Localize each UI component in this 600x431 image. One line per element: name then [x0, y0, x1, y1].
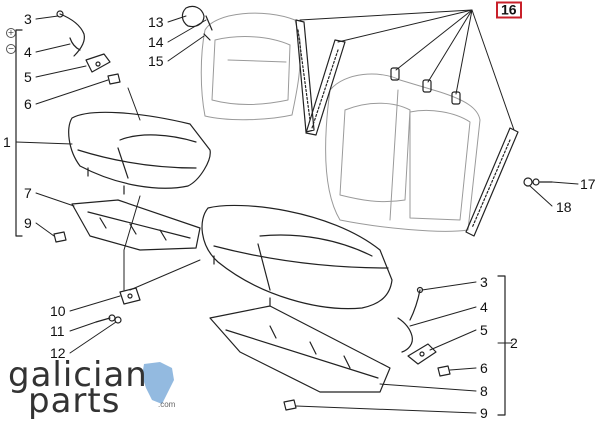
cable-part-3-left — [56, 10, 85, 57]
logo-text-galician: galician — [8, 355, 148, 395]
callout-12: 12 — [50, 345, 66, 361]
bracket-part-5-right — [407, 343, 437, 365]
callout-14: 14 — [148, 34, 164, 50]
callout-4-left: 4 — [24, 44, 32, 60]
cable-part-4-right — [397, 317, 413, 353]
pin-part-14 — [205, 15, 213, 31]
seat-cushion-right — [201, 204, 393, 310]
callout-10: 10 — [50, 303, 66, 319]
knob-part-13 — [181, 5, 205, 28]
clip-part-6-left — [107, 73, 121, 85]
backrest-strip-left — [295, 19, 315, 133]
logo-text-parts: parts — [28, 381, 121, 421]
washer-part-18 — [523, 177, 533, 187]
bracket-part-5-left — [85, 53, 111, 73]
zoom-out-button[interactable]: − — [6, 44, 16, 54]
backrest-strip-center — [305, 39, 346, 136]
seat-base-left — [71, 199, 201, 251]
leader-lines — [15, 9, 579, 414]
callout-18: 18 — [556, 199, 572, 215]
cable-part-4-left — [69, 37, 81, 51]
bolt-part-17 — [532, 178, 553, 186]
clip-part-6-right — [437, 365, 451, 377]
callout-4-right: 4 — [480, 299, 488, 315]
seat-base-right — [209, 305, 391, 393]
screw-part-15 — [203, 33, 211, 41]
clip-part-9-right — [283, 399, 297, 411]
callout-3-right: 3 — [480, 274, 488, 290]
cable-part-3-right — [409, 286, 424, 321]
callout-9-right: 9 — [480, 405, 488, 421]
bracket-group-2 — [497, 275, 506, 416]
washer-part-12 — [114, 316, 122, 324]
callout-6-right: 6 — [480, 360, 488, 376]
callout-3-left: 3 — [24, 11, 32, 27]
callout-5-left: 5 — [24, 69, 32, 85]
callout-9-left: 9 — [24, 215, 32, 231]
clip-part-9-left — [53, 231, 67, 243]
callout-1: 1 — [3, 134, 11, 150]
headrest-guides — [390, 67, 461, 105]
seat-cushion-left — [68, 111, 211, 195]
logo-text-domain: .com — [158, 400, 176, 409]
callout-5-right: 5 — [480, 322, 488, 338]
callout-16: 16 — [496, 1, 522, 19]
rear-backrest-outline — [200, 12, 481, 232]
callout-17: 17 — [580, 176, 596, 192]
callout-15: 15 — [148, 53, 164, 69]
screw-part-11 — [95, 314, 116, 323]
zoom-in-button[interactable]: + — [6, 28, 16, 38]
bracket-group-1 — [15, 29, 23, 237]
callout-2: 2 — [510, 335, 518, 351]
callout-6-left: 6 — [24, 96, 32, 112]
callout-7: 7 — [24, 185, 32, 201]
galicianparts-logo: galician parts .com — [8, 355, 198, 421]
callout-11: 11 — [50, 323, 65, 339]
callout-8: 8 — [480, 383, 488, 399]
backrest-strip-right — [465, 127, 519, 237]
map-icon — [142, 362, 174, 404]
callout-13: 13 — [148, 14, 164, 30]
